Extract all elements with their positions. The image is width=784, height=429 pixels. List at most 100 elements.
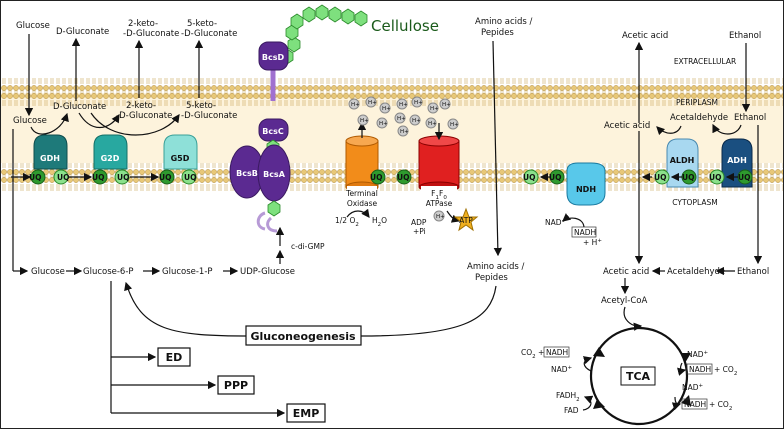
g5d-label: G5D — [171, 154, 190, 163]
uq-gdh-2: UQ — [57, 173, 69, 182]
udpg-label: UDP-Glucose — [240, 267, 295, 277]
proton-label: H+ — [430, 106, 439, 112]
glucose-unit-lower-icon — [267, 200, 281, 217]
uq-oxidase-1: UQ — [370, 173, 382, 182]
proton-label: H+ — [379, 121, 388, 127]
adh-label: ADH — [727, 156, 747, 165]
amino-extracellular-line2: Pepides — [481, 28, 514, 38]
ppp-label: PPP — [224, 379, 248, 392]
outer-membrane-top-leaflet — [1, 78, 783, 92]
gluconeogenesis-label: Gluconeogenesis — [250, 330, 356, 343]
cdigmp-label: c-di-GMP — [291, 242, 325, 251]
tca-fad: FAD — [564, 406, 579, 415]
cytoplasm-label: CYTOPLASM — [672, 198, 717, 207]
acetaldehyde-periplasm: Acetaldehyde — [670, 113, 728, 123]
proton-label: H+ — [450, 122, 459, 128]
proton-cloud: H+H+H+H+H+H+H+H+H+H+H+H+H+H+H+ — [348, 96, 459, 222]
tca-co2-right1: + CO2 — [714, 365, 737, 377]
pilz-domain-icon — [256, 211, 266, 231]
acetaldehyde-cytoplasm: Acetaldehyde — [667, 267, 725, 277]
outer-membrane-bottom-leaflet — [1, 92, 783, 106]
uq-aldh-2: UQ — [682, 173, 694, 182]
proton-label: H+ — [412, 118, 421, 124]
acetylcoa-label: Acetyl-CoA — [601, 296, 647, 306]
tca-nadh-left: NADH — [546, 348, 568, 357]
keto5-periplasm-line1: 5-keto- — [186, 101, 216, 111]
adp-line1: ADP — [411, 218, 427, 227]
glucose-cytoplasm: Glucose — [31, 267, 65, 277]
dgluconate-periplasm: D-Gluconate — [53, 102, 106, 112]
atp-label: ATP — [459, 216, 473, 225]
tca-co2-right2: + CO2 — [709, 400, 732, 412]
dgluconate-extracellular: D-Gluconate — [56, 27, 109, 37]
uq-aldh-1: UQ — [654, 173, 666, 182]
uq-ndh-2: UQ — [549, 173, 561, 182]
tca-nadh-right1: NADH — [689, 365, 711, 374]
keto2-extracellular-line2: -D-Gluconate — [123, 29, 179, 39]
uq-g2d-2: UQ — [117, 173, 129, 182]
keto5-periplasm-line2: -D-Gluconate — [181, 111, 237, 121]
o2-label: 1/2 O2 — [335, 216, 359, 228]
uq-g5d-1: UQ — [159, 173, 171, 182]
uq-gdh-1: UQ — [29, 173, 41, 182]
ndh-hplus-label: + H+ — [583, 238, 602, 247]
keto2-periplasm-line1: 2-keto- — [126, 101, 156, 111]
proton-label: H+ — [351, 102, 360, 108]
ndh-label: NDH — [576, 185, 596, 194]
proton-label: H+ — [382, 106, 391, 112]
acetic-extracellular: Acetic acid — [622, 31, 668, 41]
keto5-extracellular-line1: 5-keto- — [187, 19, 217, 29]
gdh-enzyme — [33, 134, 68, 170]
tca-nad-right2: NAD+ — [682, 383, 704, 392]
g5d-enzyme — [163, 134, 198, 170]
terminal-oxidase-line2: Oxidase — [347, 199, 378, 208]
uq-g2d-1: UQ — [92, 173, 104, 182]
g2d-label: G2D — [101, 154, 120, 163]
atpase-label: ATPase — [426, 199, 453, 208]
tca-co2-left: CO2 + — [521, 348, 544, 360]
ethanol-extracellular: Ethanol — [729, 31, 761, 41]
proton-label: H+ — [399, 102, 408, 108]
cellulose-chain — [280, 4, 368, 65]
proton-label: H+ — [428, 121, 437, 127]
h2o-label: H2O — [372, 216, 387, 228]
bcsc-label: BcsC — [262, 127, 284, 136]
atpase — [418, 140, 460, 188]
proton-label: H+ — [414, 100, 423, 106]
glucose-extracellular: Glucose — [16, 21, 50, 31]
proton-label: H+ — [397, 116, 406, 122]
atpase-f1f0-label: F1F0 — [431, 189, 447, 201]
uq-ndh-1: UQ — [523, 173, 535, 182]
tca-cycle-ring — [589, 326, 689, 426]
adp-line2: +Pi — [413, 227, 426, 236]
tca-nad-left: NAD+ — [551, 365, 573, 374]
tca-fadh2: FADH2 — [556, 391, 580, 403]
ndh-nad-label: NAD+ — [545, 218, 567, 227]
aldh-label: ALDH — [670, 156, 695, 165]
amino-cytoplasm-line2: Pepides — [475, 273, 508, 283]
terminal-oxidase-line1: Terminal — [345, 189, 378, 198]
uq-oxidase-2: UQ — [397, 173, 409, 182]
g6p-label: Glucose-6-P — [83, 267, 134, 277]
gdh-label: GDH — [40, 154, 60, 163]
proton-label: H+ — [400, 129, 409, 135]
proton-label: H+ — [368, 100, 377, 106]
amino-extracellular-line1: Amino acids / — [475, 17, 533, 27]
extracellular-label: EXTRACELLULAR — [674, 57, 736, 66]
ndh-enzyme — [566, 162, 606, 206]
acetic-periplasm: Acetic acid — [604, 121, 650, 131]
g1p-label: Glucose-1-P — [162, 267, 213, 277]
atp-star-icon — [453, 207, 479, 232]
glucose-periplasm: Glucose — [13, 116, 47, 126]
ethanol-cytoplasm: Ethanol — [737, 267, 769, 277]
uq-adh-1: UQ — [709, 173, 721, 182]
ndh-nadh-label: NADH — [574, 228, 596, 237]
bcsb-label: BcsB — [236, 169, 258, 178]
g2d-enzyme — [93, 134, 128, 170]
keto2-periplasm-line2: -D-Gluconate — [116, 111, 172, 121]
acetic-cytoplasm: Acetic acid — [603, 267, 649, 277]
amino-cytoplasm-line1: Amino acids / — [467, 262, 525, 272]
ed-label: ED — [166, 351, 183, 364]
